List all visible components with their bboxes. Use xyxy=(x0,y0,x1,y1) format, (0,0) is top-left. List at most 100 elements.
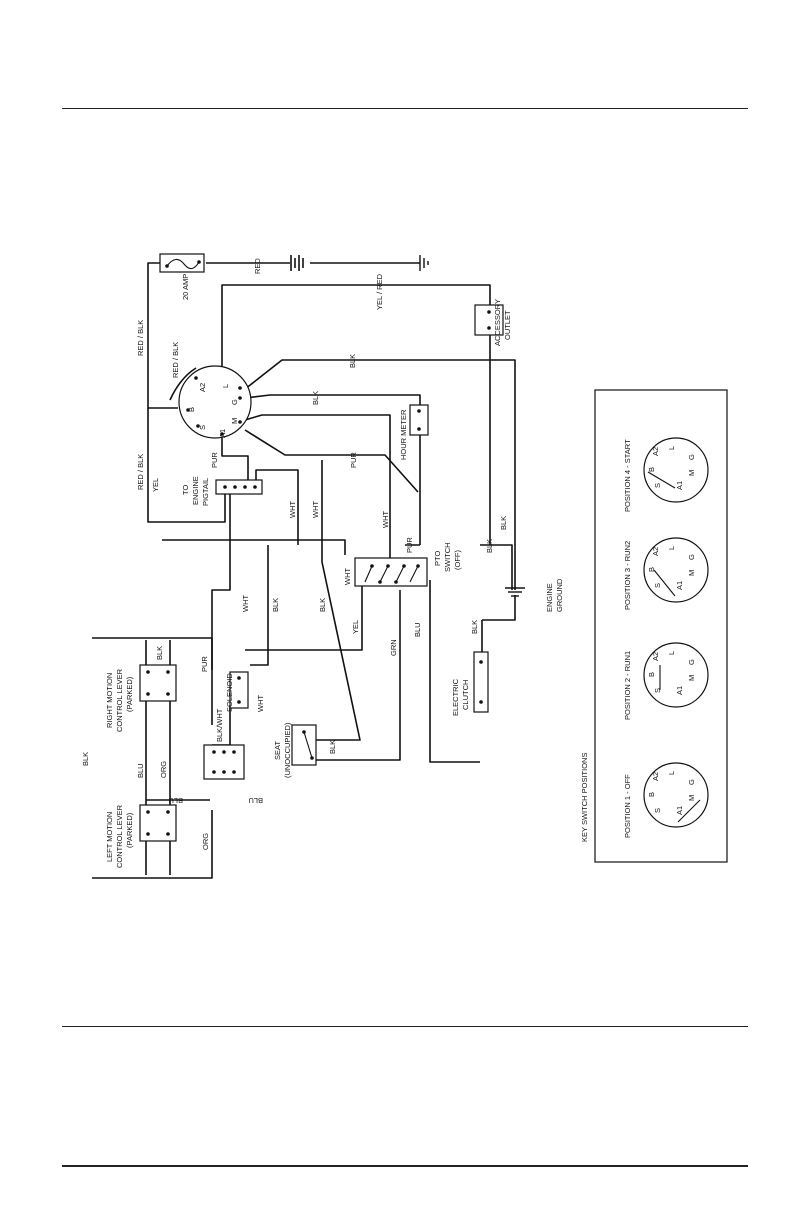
fuse-box xyxy=(159,253,205,273)
clutch-label-2: CLUTCH xyxy=(461,680,470,710)
key-terminal-l: L xyxy=(221,384,230,388)
wire-m-pto xyxy=(244,414,391,562)
wire-l-hour-meter xyxy=(244,394,421,405)
wire-label-blk-7: BLK xyxy=(155,646,164,660)
wire-label-blk-8: BLK xyxy=(81,752,90,766)
pto-label-2: SWITCH xyxy=(443,542,452,572)
wire-blk-seat xyxy=(316,460,361,741)
key-position-4-terminal-g: G xyxy=(687,454,696,460)
key-position-1-terminal-b: B xyxy=(647,792,656,797)
key-position-2-terminal-s: S xyxy=(653,688,662,693)
key-position-2-label: POSITION 2 - RUN1 xyxy=(623,651,632,720)
wire-label-blk-1: BLK xyxy=(271,598,280,612)
key-position-3-terminal-a1: A1 xyxy=(675,581,684,590)
key-position-4-label: POSITION 4 - START xyxy=(623,439,632,512)
hour-meter-label: HOUR METER xyxy=(399,409,408,460)
key-position-3-terminal-a2: A2 xyxy=(651,547,660,556)
key-switch xyxy=(178,365,252,439)
wire-label-yel-2: YEL xyxy=(351,620,360,634)
right-lever-switch xyxy=(139,664,177,702)
key-position-1-terminal-a1: A1 xyxy=(675,806,684,815)
key-switch-panel-title: KEY SWITCH POSITIONS xyxy=(580,753,589,842)
wire-label-blkwht: BLK/WHT xyxy=(215,708,224,742)
seat-label-2: (UNOCCUPIED) xyxy=(283,722,292,778)
wire-label-pur-4: PUR xyxy=(200,656,209,672)
wire-label-blu-1: BLU xyxy=(413,622,422,637)
key-position-2-terminal-m: M xyxy=(687,675,696,681)
pto-switch xyxy=(354,557,428,587)
fuse-label: 20 AMP xyxy=(181,274,190,300)
pto-contacts xyxy=(364,565,419,583)
right-lever-label-3: (PARKED) xyxy=(125,676,134,712)
wire-m-pur xyxy=(244,429,419,493)
key-terminal-a1: A1 xyxy=(218,429,227,438)
key-position-3-label: POSITION 3 - RUN2 xyxy=(623,541,632,610)
electric-clutch xyxy=(473,651,489,713)
key-position-4-terminal-m: M xyxy=(687,470,696,476)
wire-a1-pur xyxy=(221,438,249,482)
wire-label-yel-red: YEL / RED xyxy=(375,273,384,310)
key-terminal-b: B xyxy=(187,407,196,412)
wire-label-pur-3: PUR xyxy=(405,537,414,553)
accessory-outlet-label-2: OUTLET xyxy=(503,310,512,340)
key-position-4-terminal-l: L xyxy=(667,446,676,450)
key-position-2-terminal-a1: A1 xyxy=(675,686,684,695)
wire-label-wht-6: WHT xyxy=(256,695,265,712)
bottom-rule xyxy=(62,1165,748,1167)
key-position-3: POSITION 3 - RUN2 xyxy=(623,537,709,610)
wire-g-blk-ground xyxy=(239,359,516,590)
solenoid xyxy=(229,671,249,709)
wire-label-blk-4: BLK xyxy=(499,516,508,530)
pigtail-label-1: TO xyxy=(181,485,190,495)
key-position-2-terminal-g: G xyxy=(687,659,696,665)
key-position-1-terminal-l: L xyxy=(667,771,676,775)
wire-label-wht-3: WHT xyxy=(381,511,390,528)
wire-label-blu-2: BLU xyxy=(136,763,145,778)
key-position-2: POSITION 2 - RUN1 xyxy=(623,642,709,720)
key-position-3-terminal-s: S xyxy=(653,583,662,588)
hour-meter xyxy=(409,404,429,436)
wire-label-blk-l: BLK xyxy=(311,391,320,405)
middle-rule xyxy=(62,1026,748,1027)
engine-ground-label-1: ENGINE xyxy=(545,583,554,612)
key-position-2-terminal-l: L xyxy=(667,651,676,655)
wire-pigtail-wht xyxy=(255,469,299,545)
wire-wht-pto xyxy=(162,539,346,555)
fuse-element xyxy=(166,258,200,270)
wire-label-blk-5: BLK xyxy=(470,620,479,634)
battery-ground-icon xyxy=(419,255,429,271)
engine-pigtail xyxy=(215,479,263,495)
key-terminal-m: M xyxy=(230,418,239,424)
wire-blk-levers xyxy=(92,637,213,879)
wire-label-red-blk-3: RED / BLK xyxy=(136,454,145,490)
wire-label-wht-4: WHT xyxy=(343,568,352,585)
top-rule xyxy=(62,108,748,109)
key-position-3-terminal-b: B xyxy=(647,567,656,572)
key-position-2-terminal-b: B xyxy=(647,672,656,677)
engine-ground-label-2: GROUND xyxy=(555,578,564,612)
wire-blu-clutch xyxy=(429,580,480,763)
seat-label-1: SEAT xyxy=(273,741,282,760)
right-lever-label-2: CONTROL LEVER xyxy=(115,668,124,732)
wire-label-blk-g: BLK xyxy=(348,354,357,368)
pto-label-1: PTO xyxy=(433,551,442,566)
key-terminal-g: G xyxy=(230,399,239,405)
key-terminal-s: S xyxy=(198,425,207,430)
wire-red-blk-a2 xyxy=(169,367,197,401)
wire-label-blk-6: BLK xyxy=(328,740,337,754)
accessory-outlet-label-1: ACCESSORY xyxy=(493,299,502,346)
wires xyxy=(92,262,516,879)
key-position-1: POSITION 1 - OFF xyxy=(623,762,709,838)
key-position-1-label: POSITION 1 - OFF xyxy=(623,774,632,838)
pto-label-3: (OFF) xyxy=(453,550,462,570)
key-position-1-terminal-a2: A2 xyxy=(651,772,660,781)
wire-label-wht-2: WHT xyxy=(311,501,320,518)
key-position-2-terminal-a2: A2 xyxy=(651,652,660,661)
wire-red-blk-pigtail xyxy=(147,408,226,523)
interlock-module xyxy=(203,744,245,780)
wire-label-org-1: ORG xyxy=(159,761,168,778)
solenoid-label: SOLENOID xyxy=(225,673,234,712)
wire-label-pur-1: PUR xyxy=(210,452,219,468)
key-position-4-terminal-a2: A2 xyxy=(651,447,660,456)
wire-label-org-2: ORG xyxy=(201,833,210,850)
